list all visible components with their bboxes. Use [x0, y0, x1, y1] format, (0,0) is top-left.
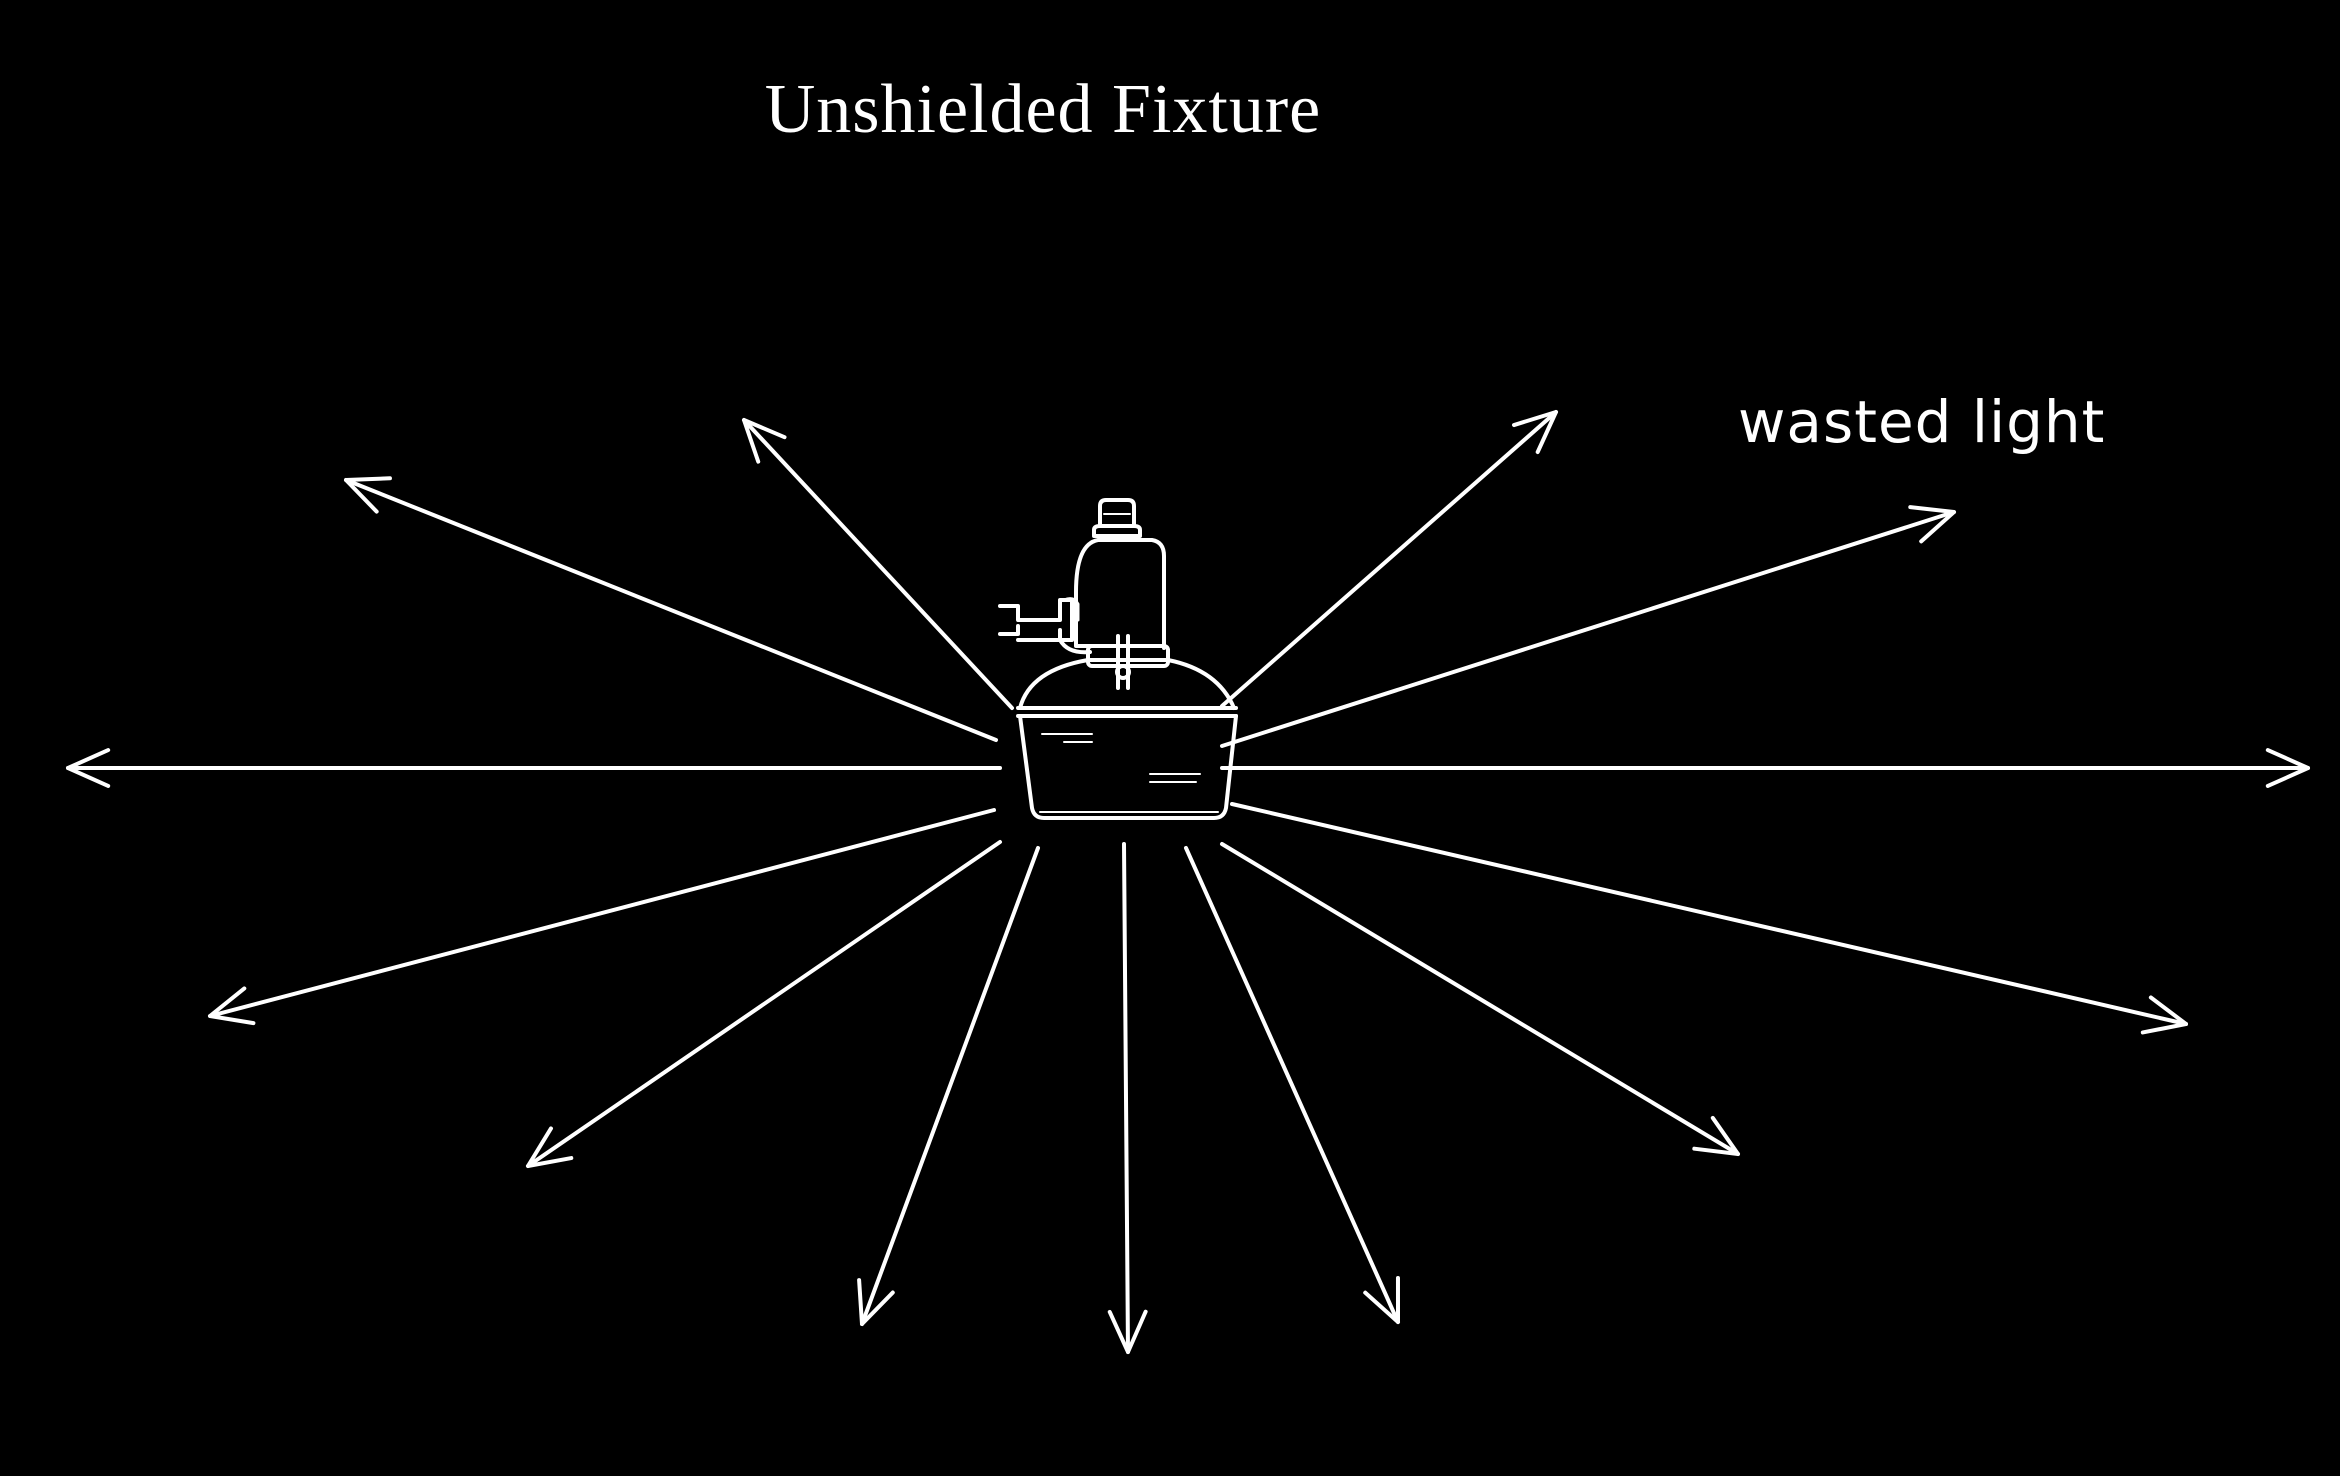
ray-right-arrowhead-icon	[2268, 750, 2308, 786]
ray-down-left-arrow	[528, 842, 1000, 1166]
ray-lower-right-shaft	[1232, 804, 2186, 1024]
ray-upper-left-shaft	[346, 480, 996, 740]
ray-down-right-steep-arrowhead-icon	[1365, 1278, 1398, 1322]
ray-down-left-shaft	[528, 842, 1000, 1166]
ray-right-arrow	[1222, 750, 2308, 786]
ray-down-arrow	[1110, 844, 1146, 1352]
ray-down-left-steep-shaft	[862, 848, 1038, 1324]
ray-lower-left-shaft	[210, 810, 994, 1016]
ray-upper-left-arrow	[346, 478, 996, 740]
ray-upper-right-shaft	[1222, 512, 1954, 746]
ray-down-right-shaft	[1222, 844, 1738, 1154]
ray-left-arrow	[68, 750, 1000, 786]
ray-down-left-arrowhead-icon	[528, 1128, 571, 1166]
ray-lower-left-arrow	[210, 810, 994, 1023]
ray-lower-right-arrow	[1232, 804, 2186, 1032]
ray-up-right-steep-shaft	[1222, 412, 1556, 706]
ray-left-arrowhead-icon	[68, 750, 108, 786]
ray-lower-left-arrowhead-icon	[210, 988, 253, 1023]
ray-down-right-arrowhead-icon	[1694, 1118, 1738, 1154]
mounting-arm-icon	[1000, 600, 1090, 652]
ray-lower-right-arrowhead-icon	[2143, 997, 2186, 1032]
ray-up-right-steep-arrow	[1222, 412, 1556, 706]
wasted-light-label: wasted light	[1738, 388, 2106, 456]
ray-up-left-steep-shaft	[744, 420, 1012, 708]
ray-down-left-steep-arrowhead-icon	[859, 1280, 893, 1324]
ray-up-left-steep-arrow	[744, 420, 1012, 708]
ray-upper-right-arrow	[1222, 507, 1954, 746]
ray-down-shaft	[1124, 844, 1128, 1352]
ray-down-right-arrow	[1222, 844, 1738, 1154]
ballast-housing-icon	[1064, 540, 1164, 648]
fixture-dome-icon	[1020, 660, 1234, 708]
diagram-title: Unshielded Fixture	[764, 71, 1322, 148]
photocell-icon	[1094, 500, 1140, 536]
ray-up-left-steep-arrowhead-icon	[744, 420, 785, 462]
ray-down-left-steep-arrow	[859, 848, 1038, 1324]
ray-down-arrowhead-icon	[1110, 1312, 1146, 1352]
refractor-lens-icon	[1020, 716, 1236, 818]
ray-upper-right-arrowhead-icon	[1910, 507, 1954, 541]
ray-down-right-steep-arrow	[1186, 848, 1398, 1322]
street-light-fixture-icon	[1000, 500, 1236, 818]
light-rays	[68, 412, 2308, 1352]
ray-down-right-steep-shaft	[1186, 848, 1398, 1322]
fixture-rim-icon	[1018, 708, 1236, 716]
ray-upper-left-arrowhead-icon	[346, 478, 390, 511]
ray-up-right-steep-arrowhead-icon	[1514, 412, 1556, 452]
